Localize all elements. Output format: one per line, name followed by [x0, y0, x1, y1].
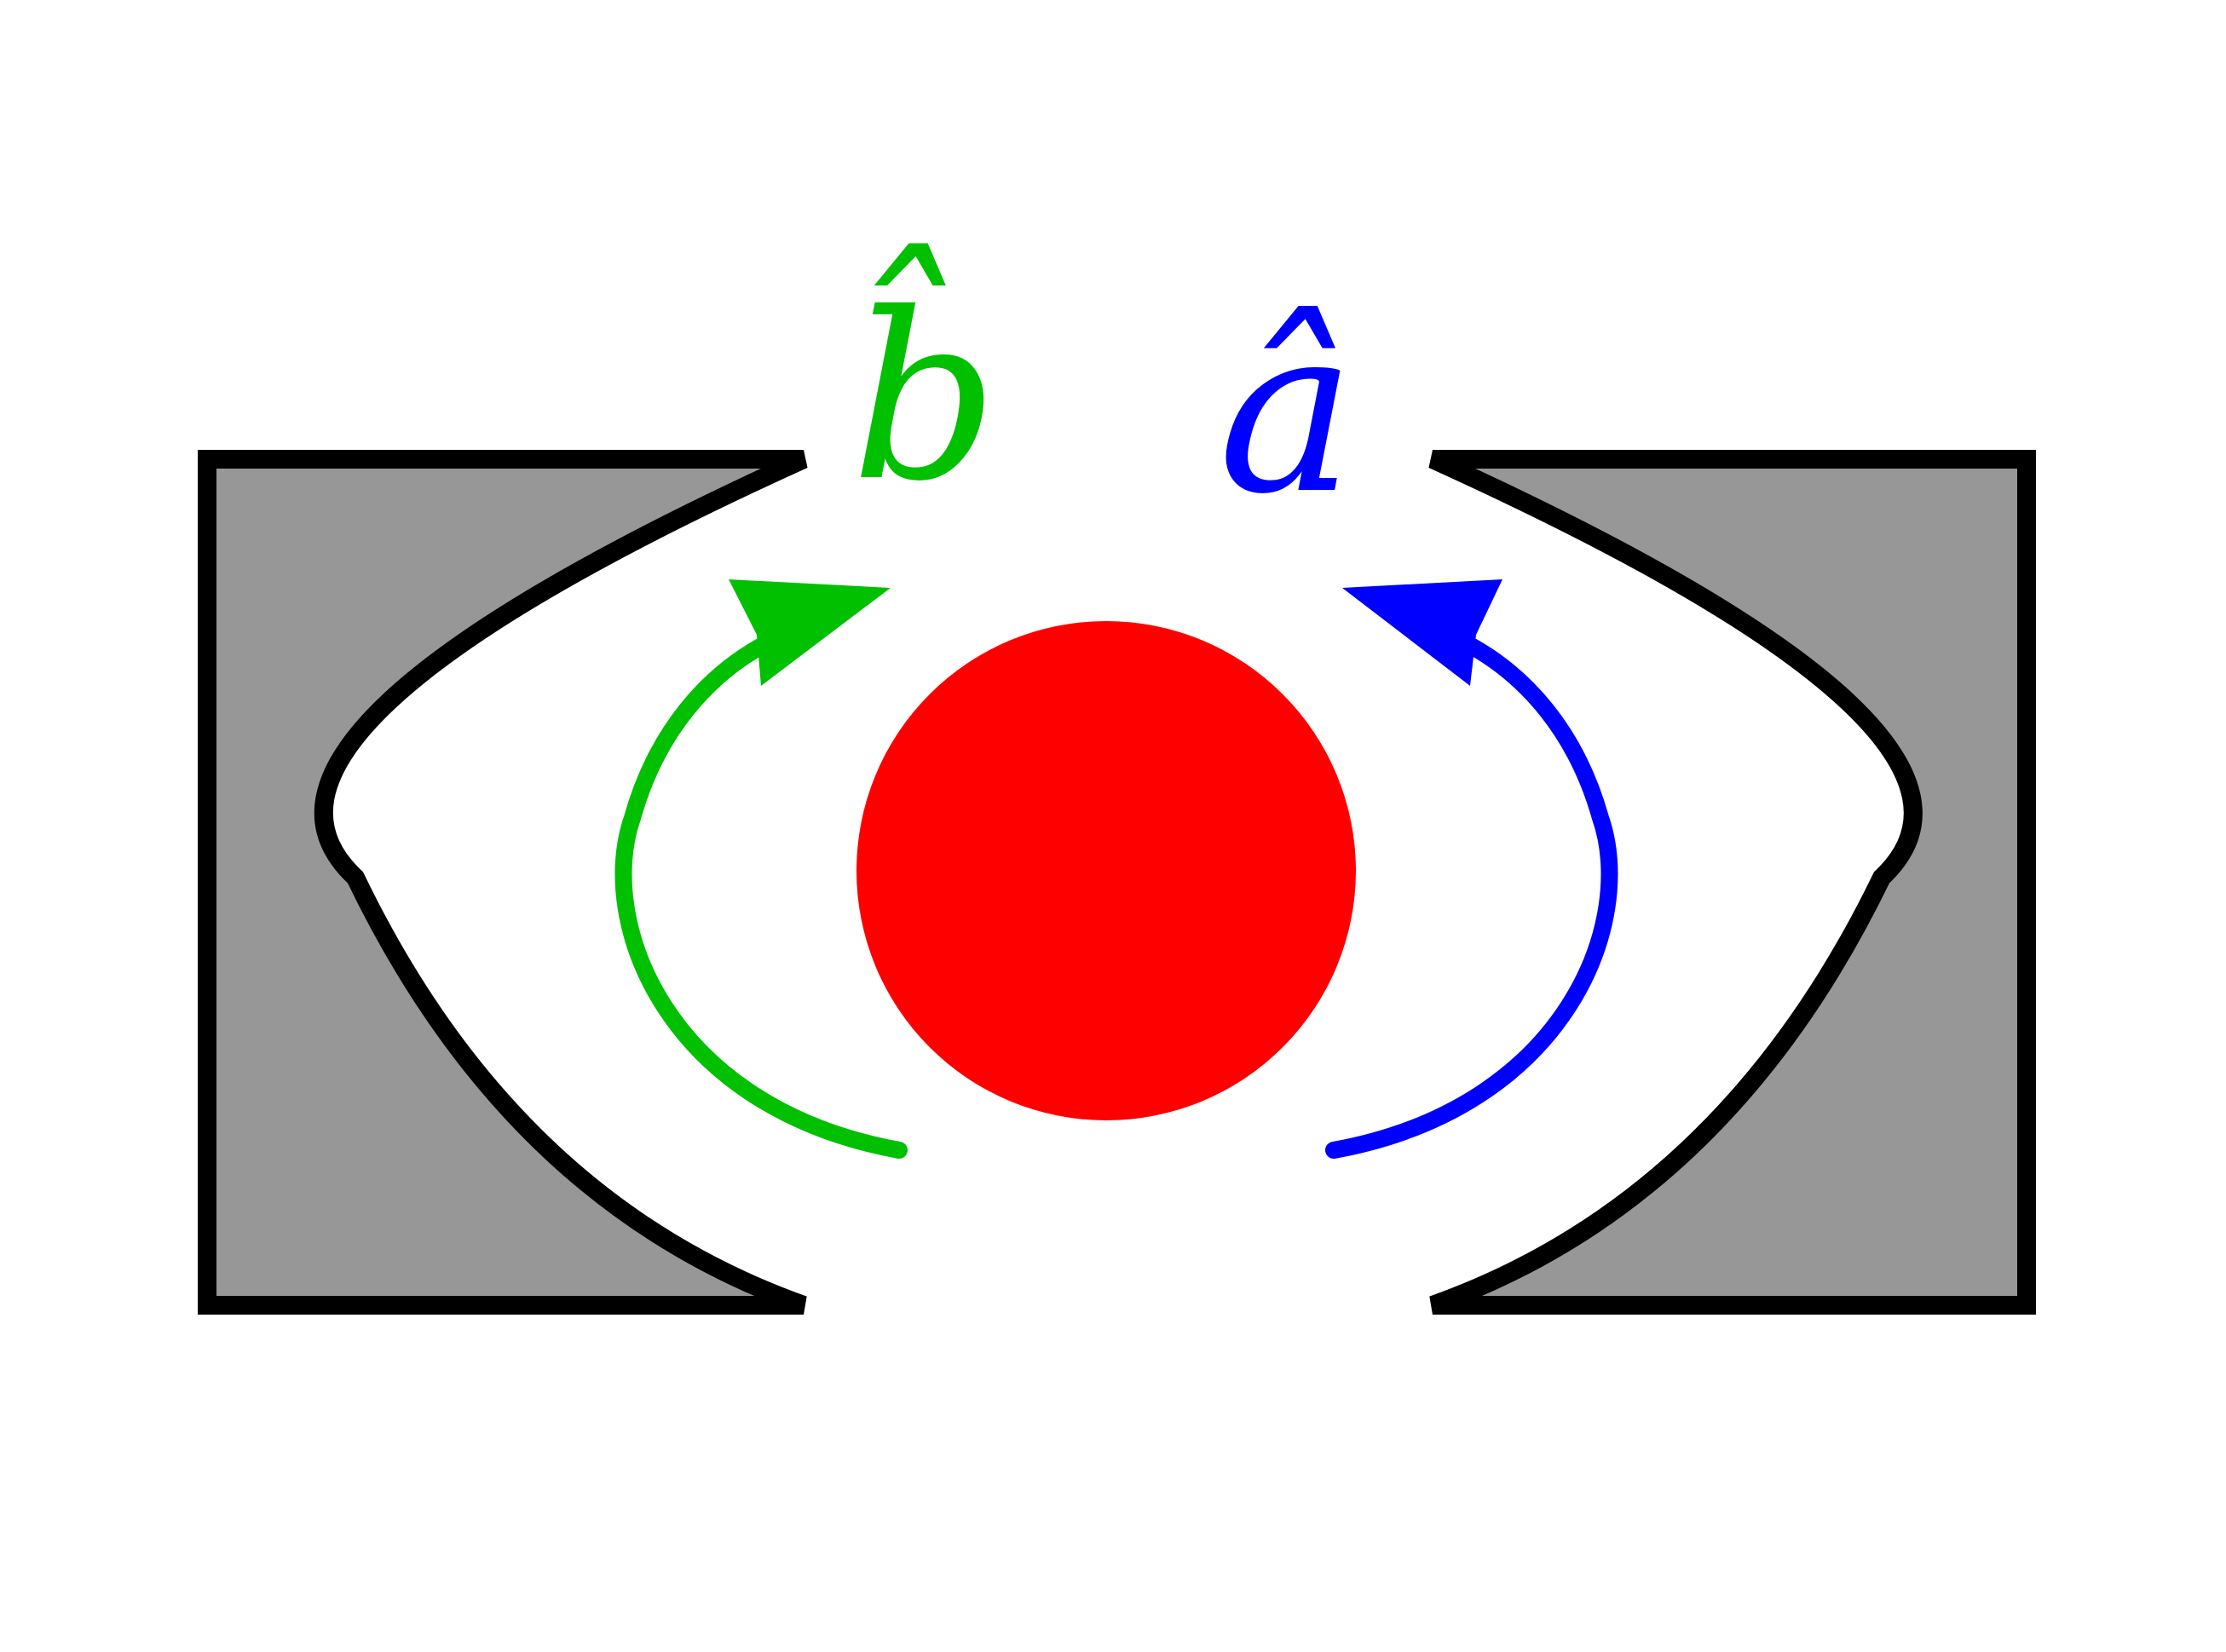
- right-mirror: [1428, 450, 2036, 1315]
- b-hat-label: b̂: [851, 240, 999, 532]
- a-arrow-head-icon: [1342, 579, 1502, 686]
- b-arrow-shaft: [614, 632, 908, 1159]
- left-mirror: [198, 450, 808, 1315]
- atom-circle: [856, 621, 1356, 1120]
- a-hat-label: â: [1219, 276, 1356, 544]
- a-arrow-shaft: [1325, 632, 1618, 1159]
- b-arrow-head-icon: [729, 579, 891, 686]
